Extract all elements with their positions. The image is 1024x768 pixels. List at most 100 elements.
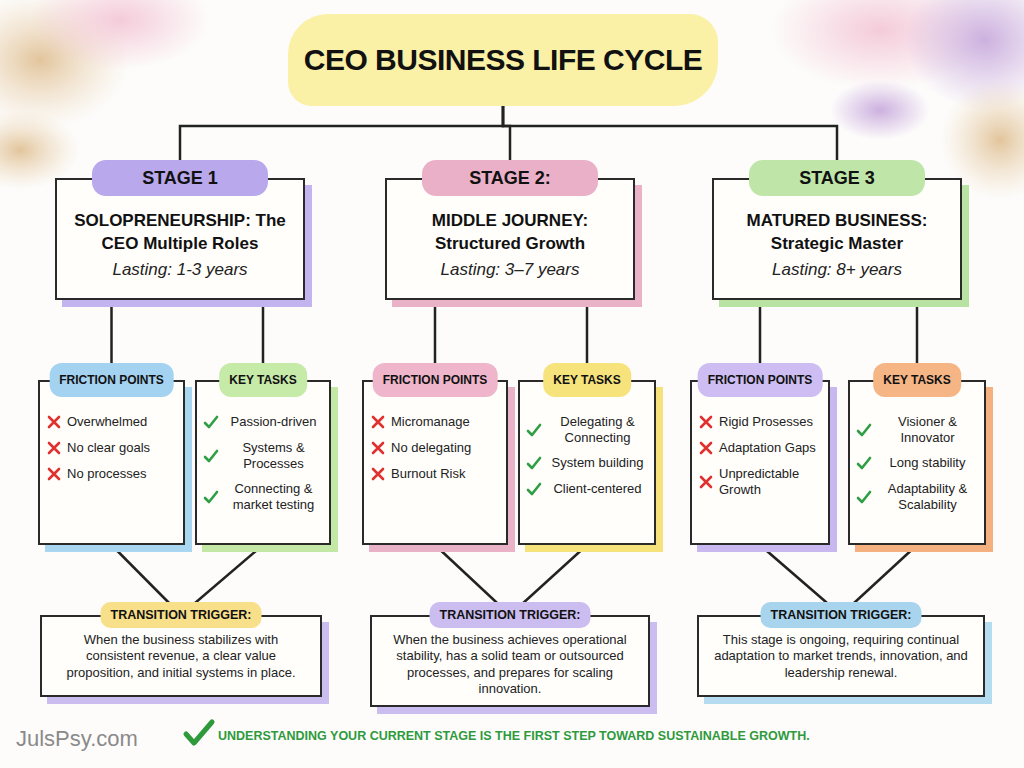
friction-box: MicromanageNo delegatingBurnout RiskFRIC… <box>362 380 508 545</box>
list-item: Unpredictable Growth <box>698 466 822 497</box>
item-text: Overwhelmed <box>67 414 147 430</box>
stage-tag: STAGE 3 <box>749 160 925 196</box>
tag-text: TRANSITION TRIGGER: <box>111 608 252 622</box>
list-item: No processes <box>46 466 177 482</box>
list-item: Adaptation Gaps <box>698 440 822 456</box>
cross-icon <box>370 466 386 482</box>
section-tag: KEY TASKS <box>873 363 961 397</box>
stage-box: SOLOPRENEURSHIP: The CEO Multiple RolesL… <box>55 178 305 300</box>
transition-tag: TRANSITION TRIGGER: <box>101 602 262 628</box>
stage-box: MATURED BUSINESS: Strategic MasterLastin… <box>712 178 962 300</box>
cross-icon <box>698 474 714 490</box>
tag-text: KEY TASKS <box>553 373 621 387</box>
friction-box: OverwhelmedNo clear goalsNo processesFRI… <box>38 380 185 545</box>
item-text: Systems & Processes <box>224 440 323 471</box>
transition-box: When the business achieves operational s… <box>370 615 650 707</box>
stage-heading: MIDDLE JOURNEY: Structured Growth <box>397 210 623 256</box>
check-mark <box>186 722 212 743</box>
item-text: Delegating & Connecting <box>547 414 648 445</box>
check-icon <box>856 489 872 505</box>
tag-text: FRICTION POINTS <box>59 373 164 387</box>
section-tag: FRICTION POINTS <box>373 363 498 397</box>
watermark: JulsPsy.com <box>16 726 138 752</box>
tag-text: TRANSITION TRIGGER: <box>440 608 581 622</box>
cross-icon <box>698 440 714 456</box>
list-item: Passion-driven <box>203 414 323 430</box>
tag-text: KEY TASKS <box>229 373 297 387</box>
tag-text: FRICTION POINTS <box>383 373 488 387</box>
check-icon <box>856 455 872 471</box>
list-item: No delegating <box>370 440 500 456</box>
section-tag: FRICTION POINTS <box>49 363 174 397</box>
stage-tag: STAGE 1 <box>92 160 268 196</box>
check-icon <box>856 422 872 438</box>
friction-box: Rigid ProsessesAdaptation GapsUnpredicta… <box>690 380 830 545</box>
item-text: No clear goals <box>67 440 150 456</box>
item-text: Micromanage <box>391 414 470 430</box>
item-text: Rigid Prosesses <box>719 414 813 430</box>
stage-heading: MATURED BUSINESS: Strategic Master <box>724 210 950 256</box>
tag-text: STAGE 3 <box>799 168 875 188</box>
stage-duration: Lasting: 1-3 years <box>67 260 293 280</box>
task-box: Passion-drivenSystems & ProcessesConnect… <box>195 380 331 545</box>
cross-icon <box>46 466 62 482</box>
cross-icon <box>370 440 386 456</box>
list-item: Delegating & Connecting <box>526 414 648 445</box>
item-text: Long stability <box>877 455 978 471</box>
task-box: Visioner & InnovatorLong stabilityAdapta… <box>848 380 986 545</box>
caption: UNDERSTANDING YOUR CURRENT STAGE IS THE … <box>218 729 810 743</box>
item-text: No delegating <box>391 440 471 456</box>
stage-box: MIDDLE JOURNEY: Structured GrowthLasting… <box>385 178 635 300</box>
list-item: Micromanage <box>370 414 500 430</box>
check-icon <box>203 448 219 464</box>
list-item: Connecting & market testing <box>203 481 323 512</box>
item-text: Passion-driven <box>224 414 323 430</box>
list-item: System building <box>526 455 648 471</box>
transition-box: When the business stabilizes with consis… <box>40 615 322 697</box>
task-box: Delegating & ConnectingSystem buildingCl… <box>518 380 656 545</box>
item-text: Client-centered <box>547 481 648 497</box>
section-tag: FRICTION POINTS <box>698 363 823 397</box>
tag-text: TRANSITION TRIGGER: <box>771 608 912 622</box>
list-item: Burnout Risk <box>370 466 500 482</box>
tag-text: FRICTION POINTS <box>708 373 813 387</box>
list-item: Systems & Processes <box>203 440 323 471</box>
item-text: Connecting & market testing <box>224 481 323 512</box>
stage-duration: Lasting: 3–7 years <box>397 260 623 280</box>
section-tag: KEY TASKS <box>543 363 631 397</box>
stage-heading: SOLOPRENEURSHIP: The CEO Multiple Roles <box>67 210 293 256</box>
item-text: Adaptation Gaps <box>719 440 816 456</box>
stage-duration: Lasting: 8+ years <box>724 260 950 280</box>
item-text: No processes <box>67 466 146 482</box>
item-text: Adaptability & Scalability <box>877 481 978 512</box>
transition-text: When the business stabilizes with consis… <box>54 632 308 681</box>
check-icon <box>203 414 219 430</box>
cross-icon <box>698 414 714 430</box>
watercolor-splash <box>0 0 1024 200</box>
list-item: Adaptability & Scalability <box>856 481 978 512</box>
transition-tag: TRANSITION TRIGGER: <box>761 602 922 628</box>
check-icon <box>203 489 219 505</box>
item-text: Unpredictable Growth <box>719 466 822 497</box>
cross-icon <box>370 414 386 430</box>
list-item: Rigid Prosesses <box>698 414 822 430</box>
check-icon <box>526 455 542 471</box>
list-item: Long stability <box>856 455 978 471</box>
tag-text: STAGE 2: <box>469 168 551 188</box>
transition-text: This stage is ongoing, requiring continu… <box>711 632 971 681</box>
check-icon <box>526 481 542 497</box>
check-icon <box>526 422 542 438</box>
title-text: CEO BUSINESS LIFE CYCLE <box>304 43 703 77</box>
title-banner: CEO BUSINESS LIFE CYCLE <box>288 14 718 106</box>
tag-text: KEY TASKS <box>883 373 951 387</box>
stage-tag: STAGE 2: <box>422 160 598 196</box>
section-tag: KEY TASKS <box>219 363 307 397</box>
item-text: Visioner & Innovator <box>877 414 978 445</box>
item-text: System building <box>547 455 648 471</box>
item-text: Burnout Risk <box>391 466 465 482</box>
transition-box: This stage is ongoing, requiring continu… <box>697 615 985 697</box>
cross-icon <box>46 440 62 456</box>
list-item: Overwhelmed <box>46 414 177 430</box>
list-item: Client-centered <box>526 481 648 497</box>
